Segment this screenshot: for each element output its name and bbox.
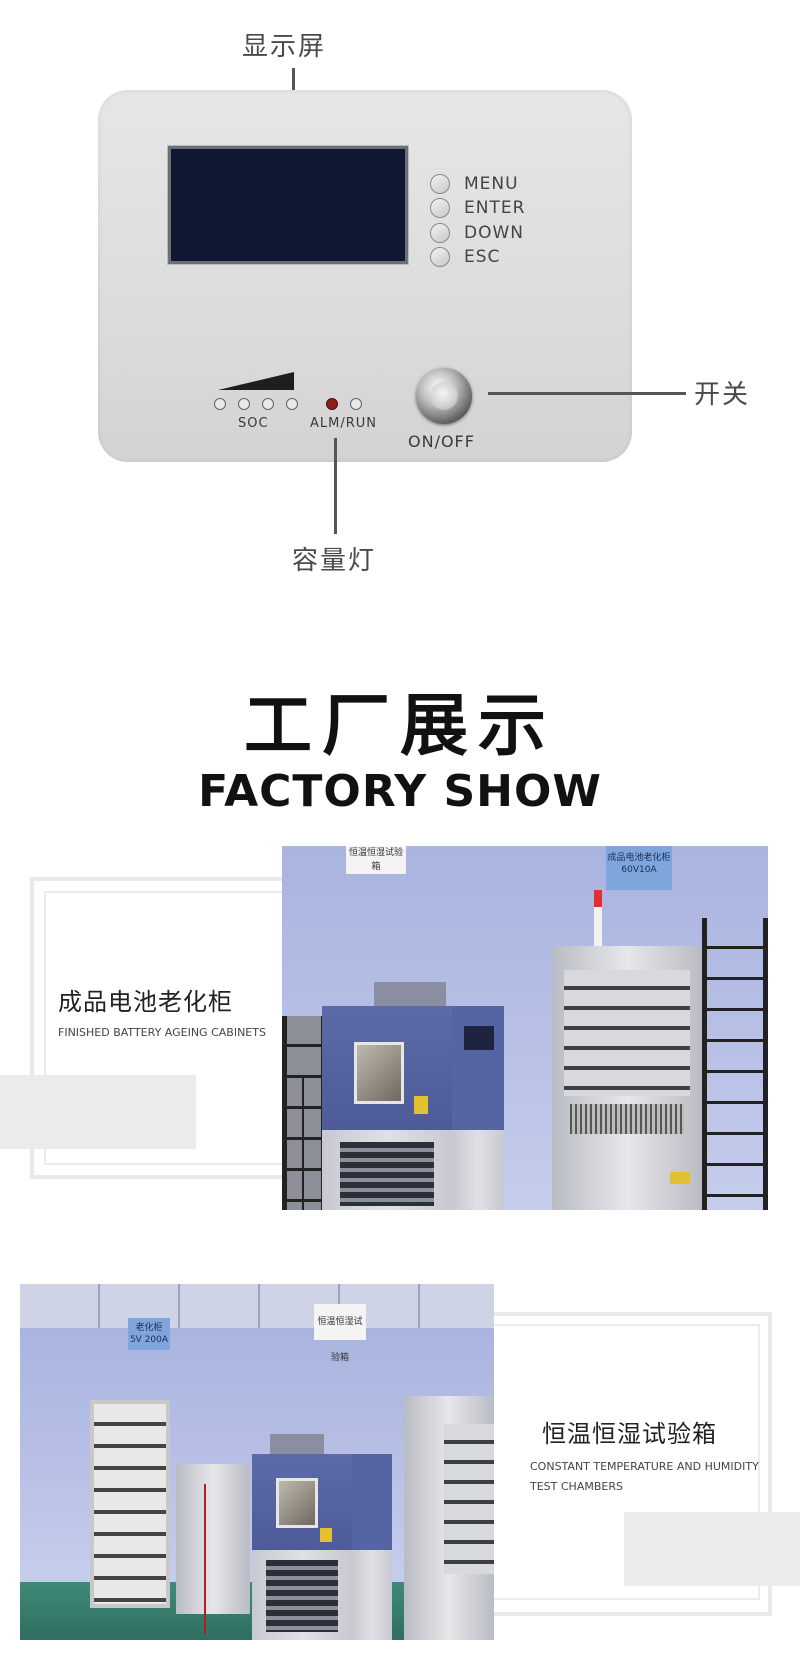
round-button-icon <box>430 223 450 243</box>
photo-sign-center: 恒温恒湿试验箱 <box>314 1304 366 1363</box>
photo-chamber-top-unit <box>374 982 446 1006</box>
photo-cable <box>204 1484 206 1634</box>
panel-button-esc[interactable]: ESC <box>430 247 500 267</box>
callout-line-capacity <box>334 438 337 534</box>
photo-ageing-cabinet-shelves <box>444 1424 494 1574</box>
photo-chamber-side <box>452 1130 504 1210</box>
photo-cabinet-label <box>670 1172 690 1184</box>
photo-sign-left-line1: 老化柜 <box>135 1323 163 1333</box>
menu-label: MENU <box>464 174 519 194</box>
card-2-title-en-line2: TEST CHAMBERS <box>530 1480 623 1493</box>
soc-led-4 <box>286 398 298 410</box>
photo-rack-left <box>282 1016 326 1210</box>
callout-switch: 开关 <box>694 380 751 410</box>
photo-chamber-control <box>352 1454 392 1550</box>
panel-button-down[interactable]: DOWN <box>430 223 524 243</box>
photo-chamber-window <box>354 1042 404 1104</box>
photo-sign-left: 老化柜 5V 200A <box>128 1318 170 1350</box>
on-off-label: ON/OFF <box>408 432 475 451</box>
photo-test-rack <box>90 1400 170 1608</box>
photo-sign-left-line2: 5V 200A <box>129 1335 169 1345</box>
soc-label: SOC <box>238 416 269 431</box>
photo-rack-right <box>702 918 768 1210</box>
soc-level-wedge-icon <box>218 372 294 390</box>
photo-ageing-cabinet-shelves <box>564 970 690 1096</box>
photo-cabler-rack <box>176 1464 250 1614</box>
round-button-icon <box>430 174 450 194</box>
factory-photo-test-chambers: 老化柜 5V 200A 恒温恒湿试验箱 <box>20 1284 494 1640</box>
card-1-title-cn: 成品电池老化柜 <box>58 988 233 1016</box>
factory-title-en: FACTORY SHOW <box>198 766 602 817</box>
photo-chamber-side <box>352 1550 392 1640</box>
control-panel: MENU ENTER DOWN ESC SOC ALM/RUN ON/OFF <box>98 90 632 462</box>
photo-chamber-vent <box>266 1560 338 1632</box>
power-switch-knob[interactable] <box>416 368 472 424</box>
photo-warning-label <box>414 1096 428 1114</box>
round-button-icon <box>430 247 450 267</box>
photo-chamber-vent <box>340 1142 434 1206</box>
panel-button-enter[interactable]: ENTER <box>430 198 525 218</box>
photo-chamber-top-unit <box>270 1434 324 1454</box>
run-led <box>350 398 362 410</box>
card-2-title-cn: 恒温恒湿试验箱 <box>542 1420 717 1448</box>
photo-signal-tower-icon <box>594 890 602 946</box>
down-label: DOWN <box>464 223 524 243</box>
callout-display-screen: 显示屏 <box>242 32 327 62</box>
photo-sign-right-line1: 成品电池老化柜 <box>607 853 671 863</box>
soc-led-2 <box>238 398 250 410</box>
card-2-title-en-line1: CONSTANT TEMPERATURE AND HUMIDITY <box>530 1460 759 1473</box>
alm-led <box>326 398 338 410</box>
callout-capacity-light: 容量灯 <box>292 546 377 576</box>
soc-led-3 <box>262 398 274 410</box>
photo-warning-label <box>320 1528 332 1542</box>
photo-cable <box>302 1076 304 1210</box>
photo-chamber-control-screen <box>464 1026 494 1050</box>
photo-sign-left: 恒温恒湿试验箱 <box>346 846 406 874</box>
photo-chamber-control <box>452 1006 504 1130</box>
photo-chamber-window <box>276 1478 318 1528</box>
alm-run-label: ALM/RUN <box>310 416 378 431</box>
card-1-title-en: FINISHED BATTERY AGEING CABINETS <box>58 1026 266 1039</box>
panel-button-menu[interactable]: MENU <box>430 174 519 194</box>
callout-line-switch <box>488 392 686 395</box>
factory-photo-ageing-cabinets: 恒温恒湿试验箱 成品电池老化柜 60V10A <box>282 846 768 1210</box>
soc-led-1 <box>214 398 226 410</box>
factory-title-cn: 工厂展示 <box>243 687 556 766</box>
card-accent-block-2 <box>624 1512 800 1586</box>
display-screen <box>168 146 408 264</box>
photo-sign-right-line2: 60V10A <box>621 865 657 875</box>
enter-label: ENTER <box>464 198 526 218</box>
photo-ceiling <box>20 1284 494 1328</box>
photo-cabinet-grille <box>570 1104 684 1134</box>
photo-sign-right: 成品电池老化柜 60V10A <box>606 846 672 890</box>
card-accent-block-1 <box>0 1075 196 1149</box>
round-button-icon <box>430 198 450 218</box>
esc-label: ESC <box>464 247 501 267</box>
